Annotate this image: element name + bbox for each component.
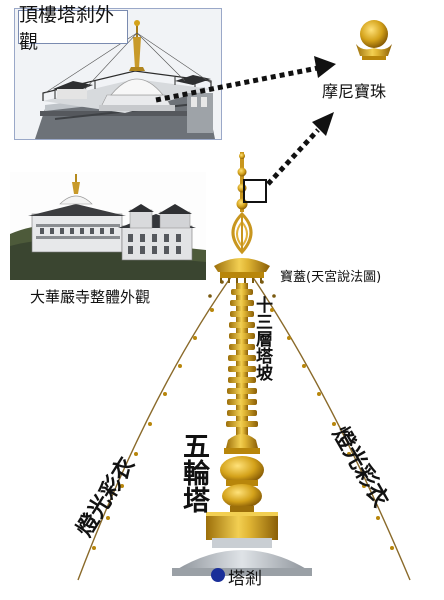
arrow-rooftop-to-jewel xyxy=(155,56,336,103)
five-wheel-section xyxy=(206,434,278,540)
canopy xyxy=(214,258,270,283)
temple-caption: 大華嚴寺整體外觀 xyxy=(30,288,151,306)
temple-photo xyxy=(10,172,206,280)
flame-ornament xyxy=(231,211,253,255)
spire-pole xyxy=(236,152,248,212)
mani-jewel-label: 摩尼寶珠 xyxy=(322,82,387,101)
lantern-rope-right xyxy=(247,269,411,581)
title-label: 頂樓塔刹外觀 xyxy=(19,4,115,53)
lantern-rope-left xyxy=(77,269,237,581)
base-dome xyxy=(172,538,312,576)
thirteen-tiers-label: 十三層塔坡 xyxy=(252,296,272,381)
canopy-label: 寶蓋(天宮說法圖) xyxy=(280,270,382,285)
thirteen-tiers xyxy=(226,283,258,435)
title-box: 頂樓塔刹外觀 xyxy=(18,4,128,53)
five-wheel-label: 五輪塔 xyxy=(178,432,209,513)
finial-label: 塔剎 xyxy=(228,569,262,589)
arrow-spire-to-jewel xyxy=(243,112,334,203)
finial-marker xyxy=(211,568,225,582)
mani-jewel-icon xyxy=(356,20,392,60)
